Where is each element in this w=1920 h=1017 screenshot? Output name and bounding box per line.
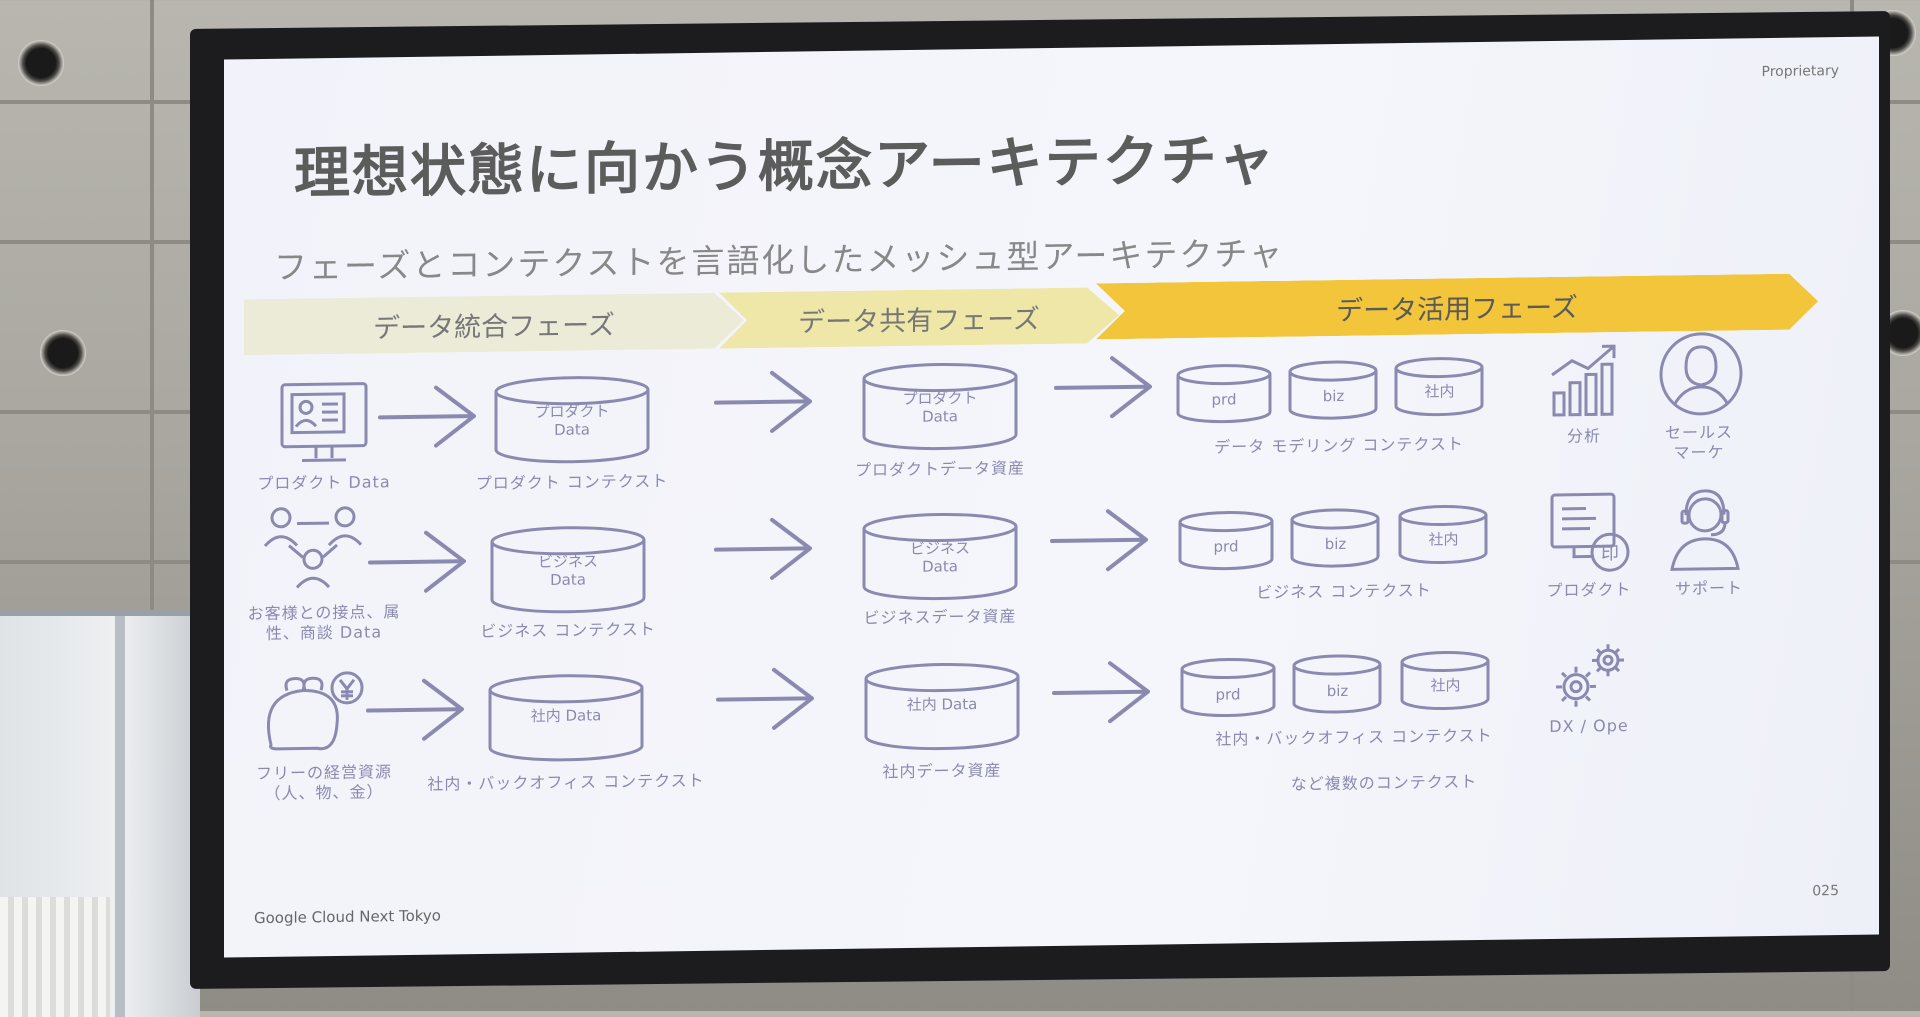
use-label: 分析 (1534, 426, 1634, 447)
asset-label: ビジネスデータ資産 (820, 606, 1060, 629)
use-label: DX / Ope (1529, 716, 1649, 738)
cylinder-label: biz (1290, 681, 1385, 700)
arrow-right-icon (374, 381, 484, 453)
arrow-right-icon (1048, 657, 1158, 729)
cylinder-label: biz (1286, 386, 1381, 405)
cylinder-label: 社内 Data (862, 694, 1022, 714)
monitor-profile-icon (274, 379, 374, 468)
context-label: ビジネス コンテクスト (448, 619, 688, 642)
arrow-right-icon (362, 674, 472, 746)
asset-label: 社内データ資産 (822, 760, 1062, 783)
booth-curtain (0, 897, 110, 1017)
use-label: セールスマーケ (1644, 422, 1754, 464)
context-label: 社内・バックオフィス コンテクスト (1194, 726, 1514, 750)
arrow-right-icon (712, 663, 822, 735)
arrow-right-icon (710, 366, 820, 438)
source-label: お客様との接点、属性、商談 Data (224, 602, 424, 645)
cylinder-label: 社内 (1398, 676, 1493, 695)
slide-title: 理想状態に向かう概念アーキテクチャ (294, 115, 1276, 210)
presentation-slide: Proprietary 理想状態に向かう概念アーキテクチャ フェーズとコンテクス… (224, 36, 1879, 957)
cylinder-label: prd (1176, 537, 1276, 556)
page-number: 025 (1812, 883, 1839, 899)
phase-label: データ共有フェーズ (798, 297, 1040, 339)
more-contexts-label: など複数のコンテクスト (1264, 772, 1504, 795)
asset-label: プロダクトデータ資産 (820, 458, 1060, 481)
booth-wall (0, 610, 200, 1017)
ceiling-vent (40, 330, 86, 376)
phase-label: データ統合フェーズ (373, 303, 615, 345)
source-label: フリーの経営資源（人、物、金） (224, 762, 424, 805)
headset-agent-icon (1660, 484, 1750, 575)
ceiling-vent (18, 40, 64, 86)
chart-growth-icon (1544, 340, 1624, 421)
svg-text:印: 印 (1601, 543, 1619, 564)
person-circle-icon (1656, 328, 1746, 419)
screen-stamp-icon: 印 (1546, 488, 1636, 579)
arrow-right-icon (710, 513, 820, 585)
context-label: 社内・バックオフィス コンテクスト (416, 771, 716, 795)
arrow-right-icon (364, 526, 474, 598)
context-label: ビジネス コンテクスト (1214, 580, 1474, 604)
cylinder-label: 社内 Data (486, 706, 646, 726)
context-label: データ モデリング コンテクスト (1199, 434, 1479, 458)
slide-subtitle: フェーズとコンテクストを言語化したメッシュ型アーキテクチャ (274, 227, 1284, 289)
cylinder-label: prd (1174, 390, 1274, 409)
booth-pole (115, 616, 125, 1017)
gears-icon (1546, 636, 1636, 717)
cylinder-label: 社内 (1396, 530, 1491, 549)
proprietary-label: Proprietary (1762, 63, 1839, 80)
phase-banner-integration: データ統合フェーズ (244, 292, 744, 355)
use-label: サポート (1654, 578, 1764, 600)
cylinder-label: 社内 (1392, 382, 1487, 401)
people-network-icon (259, 503, 369, 605)
source-label: プロダクト Data (234, 472, 414, 495)
use-label: プロダクト (1534, 580, 1644, 602)
cylinder-label: biz (1288, 534, 1383, 553)
arrow-right-icon (1050, 351, 1160, 423)
event-footer: Google Cloud Next Tokyo (254, 907, 441, 928)
phase-banner-sharing: データ共有フェーズ (719, 287, 1119, 349)
context-label: プロダクト コンテクスト (452, 471, 692, 494)
phase-label: データ活用フェーズ (1336, 285, 1578, 327)
arrow-right-icon (1046, 505, 1156, 577)
cylinder-label: prd (1178, 685, 1278, 704)
purse-yen-icon (259, 670, 369, 762)
